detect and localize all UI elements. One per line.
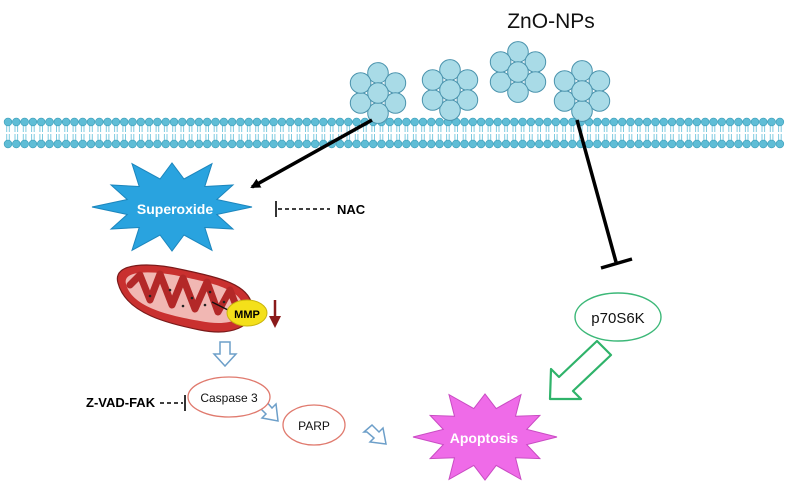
zno-inhibits-p70s6k-line	[575, 119, 618, 263]
cell-membrane	[3, 117, 785, 149]
mmp-label: MMP	[234, 309, 260, 321]
mitochondrion-icon	[116, 264, 253, 333]
p70s6k-node	[574, 292, 662, 342]
apoptosis-burst-shape	[412, 393, 558, 481]
caspase3-node	[187, 376, 271, 418]
inhibition-bar	[600, 257, 633, 270]
superoxide-burst-shape	[91, 162, 253, 252]
zno-nanoparticle-clusters	[349, 41, 611, 124]
parp-label: PARP	[298, 419, 330, 433]
parp-node	[282, 404, 346, 446]
superoxide-label: Superoxide	[137, 201, 213, 217]
caspase3-label: Caspase 3	[200, 391, 258, 405]
mmp-badge	[226, 299, 268, 327]
p70s6k-to-apoptosis-arrow	[548, 339, 613, 401]
zno-to-superoxide-arrow	[250, 118, 373, 189]
nac-label: NAC	[337, 202, 366, 217]
mito-to-caspase-arrow	[212, 341, 238, 368]
apoptosis-label: Apoptosis	[450, 430, 519, 446]
parp-to-apoptosis-arrow	[362, 423, 387, 445]
decrease-arrow-icon	[269, 300, 281, 328]
zvad-fak-label: Z-VAD-FAK	[86, 395, 156, 410]
p70s6k-label: p70S6K	[591, 310, 644, 327]
zno-nps-label: ZnO-NPs	[507, 10, 595, 33]
